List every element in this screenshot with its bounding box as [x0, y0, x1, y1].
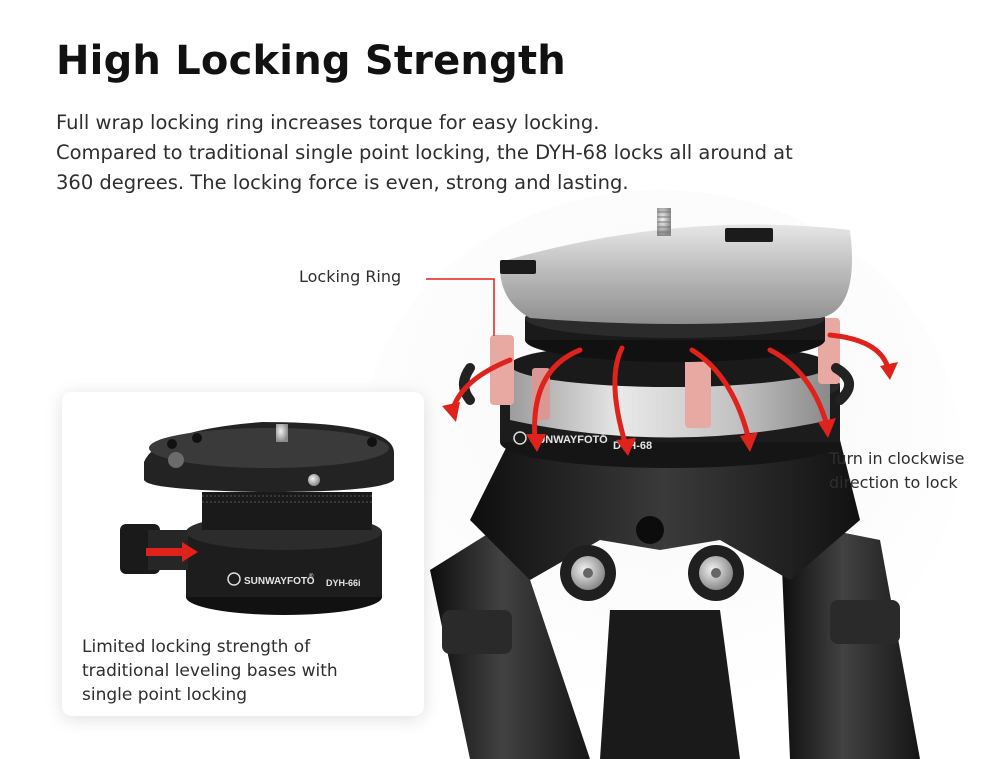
inset-brand-name: SUNWAYFOTO: [244, 576, 315, 587]
page-title: High Locking Strength: [56, 38, 566, 84]
callout-turn-line-2: direction to lock: [829, 473, 958, 492]
product-registered-mark: ®: [601, 432, 606, 439]
description-line-3: 360 degrees. The locking force is even, …: [56, 171, 629, 194]
top-plate: [499, 224, 852, 324]
callout-turn-line-1: Turn in clockwise: [829, 449, 965, 468]
description-line-1: Full wrap locking ring increases torque …: [56, 111, 600, 134]
right-arrow-icon: [146, 542, 198, 562]
description-line-2: Compared to traditional single point loc…: [56, 141, 793, 164]
tripod-apex: [470, 440, 860, 580]
callout-line-locking-ring: [426, 278, 495, 336]
inset-sunwayfoto-logo-icon: [227, 572, 241, 586]
leveling-base-illustration: SUNWAYFOTO ® DYH-66i: [120, 422, 394, 615]
center-hole: [636, 516, 664, 544]
inset-model: DYH-66i: [326, 578, 361, 588]
inset-caption-line-2: traditional leveling bases with: [82, 661, 338, 681]
product-brand-name: SUNWAYFOTO: [530, 434, 608, 446]
description: Full wrap locking ring increases torque …: [56, 108, 936, 198]
inset-caption-line-3: single point locking: [82, 685, 248, 705]
inset-caption-line-1: Limited locking strength of: [82, 637, 311, 657]
comparison-inset-card: SUNWAYFOTO ® DYH-66i Limited locking str…: [62, 392, 424, 716]
inset-registered-mark: ®: [309, 573, 314, 580]
sunwayfoto-logo-icon: [513, 431, 527, 445]
product-illustration: SUNWAYFOTO ® DYH-68: [360, 190, 960, 759]
tripod-legs: [430, 520, 920, 759]
inset-caption: Limited locking strength of traditional …: [82, 635, 338, 707]
clockwise-rotation-arrows-icon: [442, 332, 898, 456]
callout-locking-ring: Locking Ring: [299, 267, 402, 286]
callout-turn-clockwise: Turn in clockwise direction to lock: [829, 447, 964, 495]
